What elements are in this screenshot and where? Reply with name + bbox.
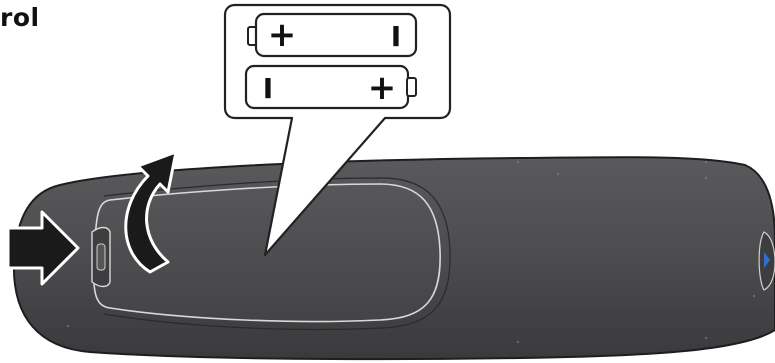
push-arrow-icon	[6, 210, 80, 286]
battery-top-minus: I	[391, 20, 401, 53]
battery-top: + I	[247, 12, 418, 58]
cover-latch	[91, 226, 111, 288]
battery-bottom-minus: I	[263, 72, 273, 105]
battery-bottom: I +	[244, 64, 417, 110]
battery-top-plus: +	[268, 15, 297, 55]
battery-callout: + I I +	[223, 3, 452, 257]
battery-bottom-plus: +	[368, 68, 397, 108]
seam-marks	[67, 161, 755, 343]
lift-arrow-icon	[124, 150, 178, 274]
section-heading: rol	[0, 3, 40, 32]
remote-control	[12, 156, 775, 361]
led-window	[758, 231, 775, 291]
